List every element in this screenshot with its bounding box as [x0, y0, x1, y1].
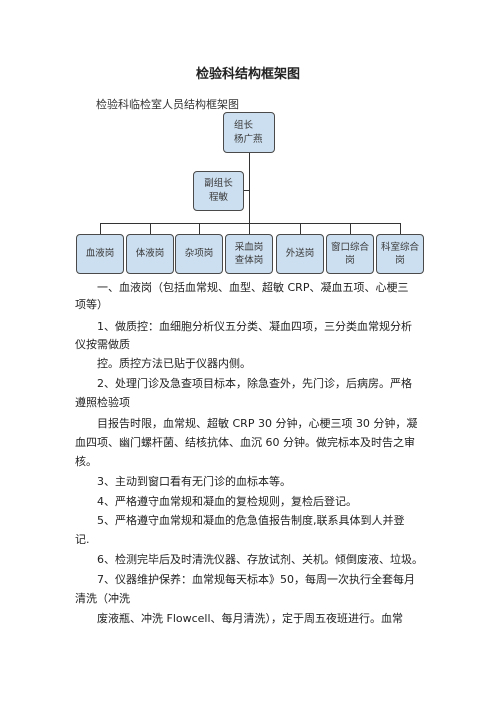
body-line-1: 一、血液岗（包括血常规、血型、超敏 CRP、凝血五项、心梗三 [75, 281, 409, 294]
connector-bus [100, 223, 400, 224]
body-line-13: 5、严格遵守血常规和凝血的危急值报告制度,联系具体到人并登 [75, 514, 405, 527]
body-line-17: 清洗（冲洗 [75, 592, 130, 605]
body-line-8: 目报告时限，血常规、超敏 CRP 30 分钟，心梗三项 30 分钟，凝 [75, 417, 418, 430]
org-node-leader: 组长 杨广燕 [223, 112, 275, 153]
body-line-10: 核。 [75, 455, 97, 468]
connector-trunk [249, 153, 250, 223]
body-line-12: 4、严格遵守血常规和凝血的复检规则，复检后登记。 [75, 495, 357, 508]
org-node-dept-4: 采血岗 查体岗 [225, 234, 273, 274]
org-node-deputy: 副组长 程敏 [193, 171, 244, 211]
document-title: 检验科结构框架图 [195, 67, 300, 82]
body-line-2: 项等） [75, 298, 108, 311]
body-line-5: 控。质控方法已贴于仪器内侧。 [75, 357, 251, 370]
dept-label: 体液岗 [135, 248, 165, 259]
dept-label: 采血岗 [234, 242, 264, 253]
leader-role: 组长 [234, 119, 254, 131]
org-node-dept-2: 体液岗 [126, 234, 174, 274]
body-line-15: 6、检测完毕后及时清洗仪器、存放试剂、关机。倾倒废液、垃圾。 [75, 553, 423, 566]
dept-label: 杂项岗 [184, 248, 214, 259]
body-line-4: 仪按需做质 [75, 338, 130, 351]
org-node-dept-5: 外送岗 [276, 234, 324, 274]
dept-label-line2: 岗 [395, 255, 405, 266]
connector-drop-2 [150, 223, 151, 234]
body-line-3: 1、做质控：血细胞分析仪五分类、凝血四项，三分类血常规分析 [75, 320, 412, 333]
dept-label-line2: 查体岗 [234, 255, 264, 266]
chart-subtitle: 检验科临检室人员结构框架图 [96, 98, 239, 111]
connector-drop-1 [100, 223, 101, 234]
connector-drop-7 [400, 223, 401, 234]
org-node-dept-1: 血液岗 [76, 234, 124, 274]
body-line-14: 记. [75, 533, 90, 546]
body-line-18: 废液瓶、冲洗 Flowcell、每月清洗），定于周五夜班进行。血常 [75, 612, 404, 625]
dept-label: 窗口综合 [330, 242, 369, 253]
dept-label: 科室综合 [380, 242, 419, 253]
dept-label: 外送岗 [285, 248, 315, 259]
connector-drop-4 [249, 223, 250, 234]
dept-label-line2: 岗 [345, 255, 355, 266]
deputy-name: 程敏 [208, 192, 228, 203]
deputy-role: 副组长 [204, 178, 233, 189]
connector-drop-5 [300, 223, 301, 234]
org-node-dept-7: 科室综合 岗 [376, 234, 424, 274]
body-line-11: 3、主动到窗口看有无门诊的血标本等。 [75, 475, 291, 488]
connector-drop-6 [350, 223, 351, 234]
dept-label: 血液岗 [85, 248, 115, 259]
body-line-6: 2、处理门诊及急查项目标本，除急查外，先门诊，后病房。严格 [75, 377, 412, 390]
org-node-dept-6: 窗口综合 岗 [326, 234, 374, 274]
body-line-7: 遵照检验项 [75, 396, 130, 409]
body-line-16: 7、仪器维护保养：血常规每天标本》50，每周一次执行全套每月 [75, 573, 415, 586]
body-line-9: 血四项、幽门螺杆菌、结核抗体、血沉 60 分钟。做完标本及时告之审 [75, 436, 415, 449]
connector-deputy [244, 190, 249, 191]
leader-name: 杨广燕 [234, 133, 263, 145]
org-node-dept-3: 杂项岗 [175, 234, 223, 274]
connector-drop-3 [199, 223, 200, 234]
